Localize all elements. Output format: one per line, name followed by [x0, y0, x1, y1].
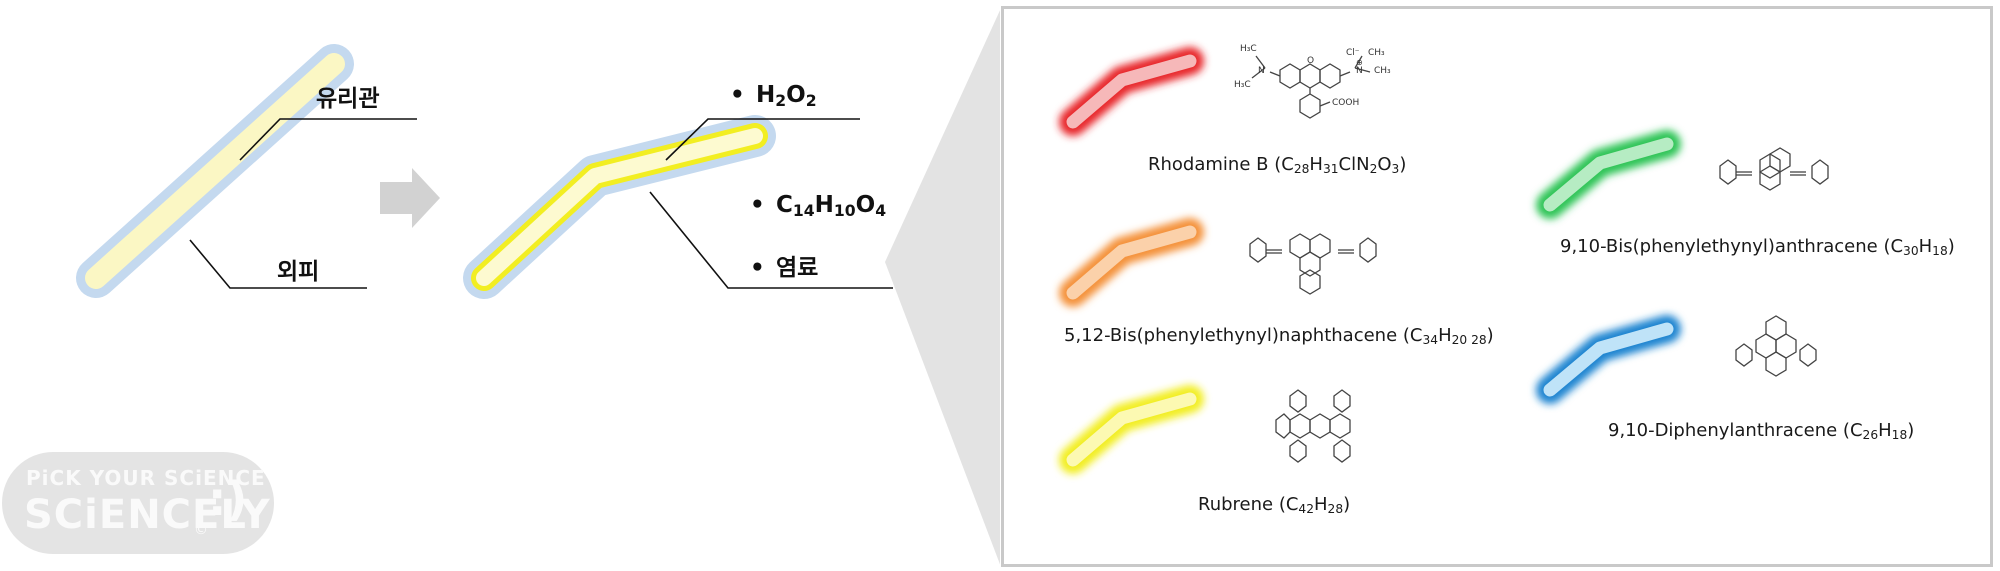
logo-tagline: PiCK YOUR SCiENCE: [26, 466, 266, 490]
reagent-h2o2: •H2O2: [730, 82, 817, 110]
structure-rubrene: [1275, 389, 1351, 463]
struct-label-ch3-b: CH₃: [1374, 66, 1391, 76]
caption-rubrene: Rubrene (C42H28): [1198, 494, 1351, 517]
struct-label-n-b: N: [1356, 66, 1363, 76]
caption-bpen: 5,12-Bis(phenylethynyl)naphthacene (C34H…: [1064, 325, 1494, 348]
straight-glow-stick: [76, 44, 354, 298]
glow-stick-diagram: [76, 10, 1000, 565]
struct-label-ch3-a: CH₃: [1368, 48, 1385, 58]
struct-label-o: O: [1307, 56, 1315, 66]
caption-rhodamine-b: Rhodamine B (C28H31ClN2O3): [1148, 154, 1407, 177]
reagent-dye: •염료: [750, 255, 819, 281]
outer-shell-leader-line: [189, 239, 367, 289]
struct-label-h3c-a: H₃C: [1240, 44, 1257, 54]
struct-label-cl: Cl⁻: [1346, 48, 1360, 58]
structure-dpa: [1735, 315, 1817, 377]
sciencely-logo: PiCK YOUR SCiENCE SCiENCELY :) ©: [2, 452, 274, 554]
struct-label-plus: ⊕: [1356, 58, 1363, 67]
caption-dpa: 9,10-Diphenylanthracene (C26H18): [1608, 420, 1915, 443]
struct-label-h3c-b: H₃C: [1234, 80, 1251, 90]
logo-wordmark: SCiENCELY: [24, 492, 271, 538]
h2o2-leader-line: [665, 118, 860, 161]
zoom-connector: [885, 10, 1000, 565]
bent-inner-tube: [476, 128, 763, 286]
outer-shell-label: 외피: [277, 259, 320, 285]
structure-bpea: [1719, 147, 1829, 191]
logo-smiley: :): [208, 472, 248, 526]
structure-bpen: [1249, 233, 1377, 295]
dye-stick-yellow: [1059, 385, 1204, 474]
bent-glow-stick: [463, 115, 776, 299]
struct-label-n-a: N: [1258, 66, 1265, 76]
caption-bpea: 9,10-Bis(phenylethynyl)anthracene (C30H1…: [1560, 236, 1955, 259]
inner-glass-tube: [85, 53, 345, 289]
process-arrow: [380, 168, 440, 228]
dye-panel: [1001, 6, 1993, 567]
dye-stick-green: [1536, 130, 1681, 219]
reagent-cppo: •C14H10O4: [750, 192, 887, 220]
dye-leader-line: [649, 191, 893, 289]
dye-stick-blue: [1536, 315, 1681, 404]
dye-stick-red: [1059, 47, 1204, 136]
structure-rhodamine-b: [1251, 55, 1371, 119]
logo-copyright: ©: [194, 522, 208, 538]
glass-tube-label: 유리관: [316, 86, 380, 112]
dye-stick-orange: [1059, 218, 1204, 307]
glass-tube-leader-line: [239, 118, 417, 161]
struct-label-cooh: COOH: [1332, 98, 1360, 108]
